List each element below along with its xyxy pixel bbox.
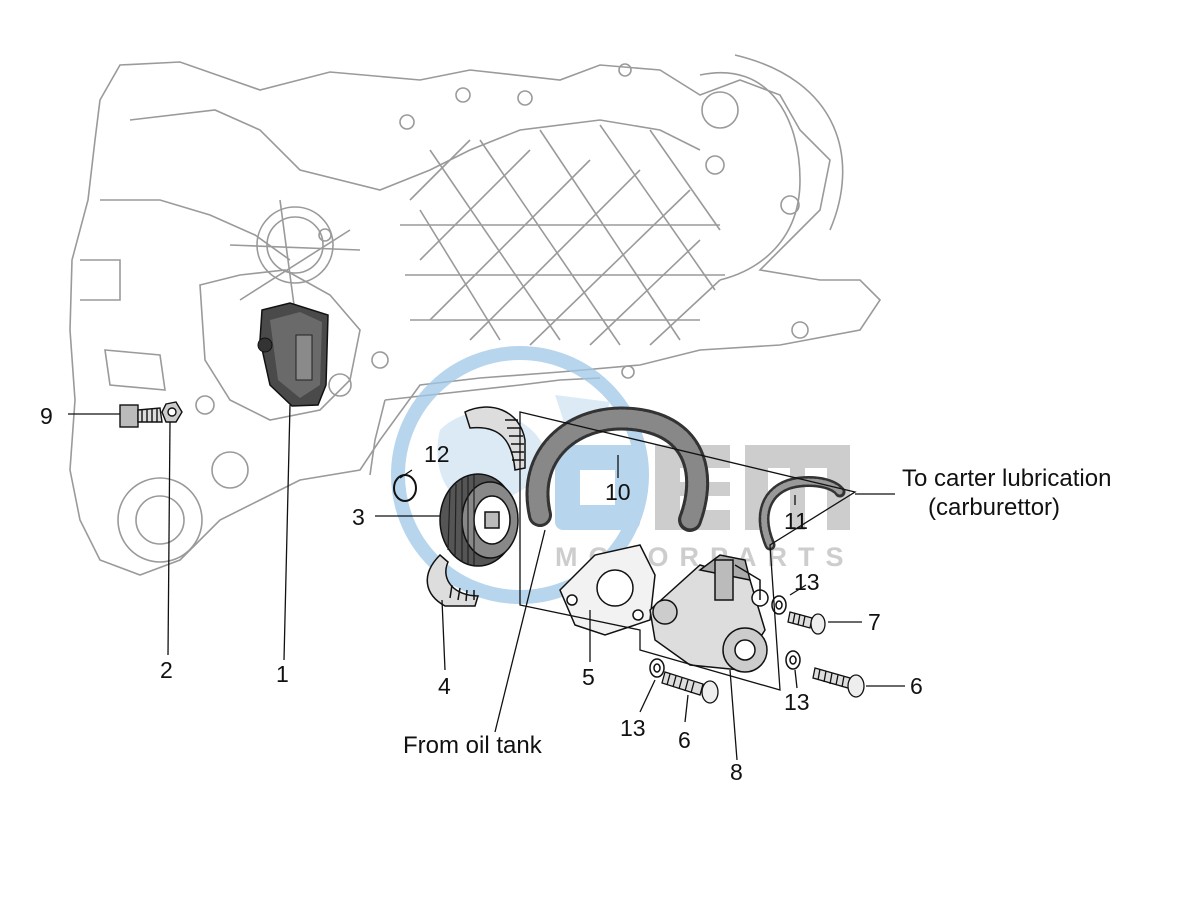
label-part-2: 2 <box>160 657 173 683</box>
label-part-13-right: 13 <box>784 689 810 715</box>
annotation-carburettor: (carburettor) <box>928 494 1060 521</box>
label-part-3: 3 <box>352 504 365 530</box>
part-13-washers <box>649 595 801 678</box>
leader-lines <box>68 404 905 761</box>
annotations: To carter lubrication (carburettor) From… <box>403 465 1111 759</box>
part-2-nut <box>161 401 183 423</box>
label-part-7: 7 <box>868 609 881 635</box>
part-5-gasket <box>559 544 656 636</box>
part-9-bolt <box>119 404 163 428</box>
annotation-from-oil-tank: From oil tank <box>403 732 543 759</box>
label-part-13-left: 13 <box>620 715 646 741</box>
assembly-frame <box>519 411 857 691</box>
part-1-cover <box>257 302 329 407</box>
part-3-gear <box>439 473 519 567</box>
label-part-12: 12 <box>424 441 450 467</box>
label-part-11: 11 <box>784 508 808 534</box>
part-labels: 9 2 1 12 3 4 10 11 5 13 7 6 13 13 6 8 <box>40 403 923 785</box>
engine-crankcase <box>69 54 882 576</box>
label-part-1: 1 <box>276 661 289 687</box>
annotation-to-carter: To carter lubrication <box>902 465 1111 492</box>
label-part-6-right: 6 <box>910 673 923 699</box>
label-part-4: 4 <box>438 673 451 699</box>
label-part-9: 9 <box>40 403 53 429</box>
part-6-screw-left <box>661 671 719 704</box>
label-part-8: 8 <box>730 759 743 785</box>
label-part-5: 5 <box>582 664 595 690</box>
part-6-screw-right <box>812 667 865 698</box>
label-part-10: 10 <box>605 479 631 505</box>
part-8-oil-pump <box>649 554 769 673</box>
part-4-ring-gear <box>426 406 526 607</box>
label-part-13-top: 13 <box>794 569 820 595</box>
part-7-screw <box>787 611 826 635</box>
label-part-6-left: 6 <box>678 727 691 753</box>
